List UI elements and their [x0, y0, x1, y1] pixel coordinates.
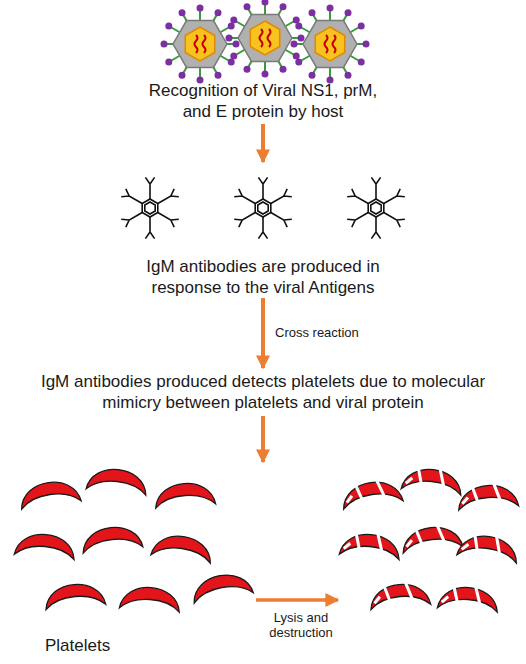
lysed-platelet: [401, 463, 463, 495]
platelet-cluster: [14, 466, 253, 612]
stage-text: Platelets: [45, 635, 270, 656]
stage-text: Recognition of Viral NS1, prM, and E pro…: [143, 80, 383, 122]
igm-pentamer: [347, 177, 405, 238]
platelet: [119, 585, 180, 612]
platelet: [19, 478, 82, 509]
lysed-platelet: [400, 521, 462, 553]
stage-text: IgM antibodies produced detects platelet…: [33, 371, 493, 413]
stage-text: IgM antibodies are produced in response …: [118, 256, 408, 298]
igm-pentamer: [121, 177, 179, 238]
stage-node: IgM antibodies are produced in response …: [118, 162, 408, 298]
flow-arrow: [261, 124, 265, 162]
lysed-platelet: [437, 582, 499, 612]
stage-node: Platelets: [15, 462, 270, 660]
stage-node: Recognition of Viral NS1, prM, and E pro…: [143, 78, 383, 124]
platelet: [190, 570, 253, 603]
lysed-platelet: [457, 480, 519, 510]
platelet: [154, 481, 215, 508]
virus-particles: [161, 0, 370, 84]
lysed-platelet: [457, 529, 520, 563]
lysed-platelet: [339, 528, 401, 559]
platelet: [81, 524, 143, 553]
lysed-platelets: [339, 463, 520, 612]
lysis-arrow: [256, 598, 338, 602]
lysed-platelet: [340, 475, 403, 509]
edge-label: Cross reaction: [275, 325, 359, 340]
virus-particle: [226, 0, 305, 78]
igm-antibodies: [121, 177, 405, 238]
stage-node: IgM antibodies produced detects platelet…: [33, 368, 493, 416]
platelet: [14, 532, 76, 560]
virus-particle: [161, 5, 240, 84]
flow-arrow: [261, 298, 265, 368]
platelet: [44, 582, 106, 610]
igm-pentamer: [234, 177, 292, 238]
flow-arrow: [261, 416, 265, 462]
lysed-platelet: [369, 578, 431, 609]
platelet: [86, 466, 148, 495]
arrow-label: Lysis and destruction: [255, 610, 347, 640]
platelet: [151, 532, 214, 563]
virus-particle: [291, 5, 370, 84]
